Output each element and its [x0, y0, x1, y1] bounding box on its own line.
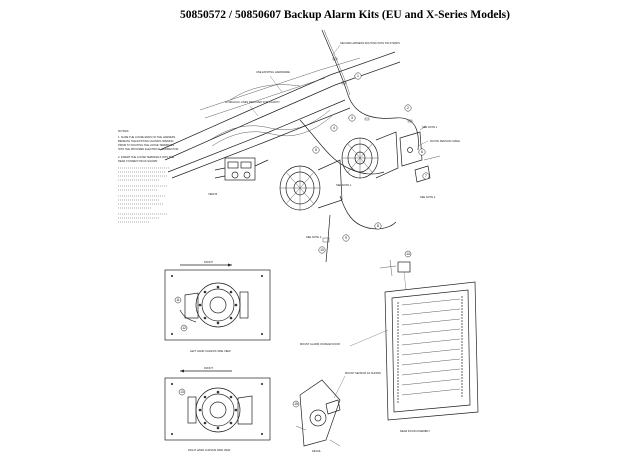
hydraulic-callout: HYDRAULIC LINES REMOVED FOR CLARITY — [225, 100, 280, 104]
motor-right — [341, 131, 399, 179]
item-number: 5 — [315, 148, 317, 152]
item-number: 14 — [406, 252, 410, 256]
top-assembly: VIEW B — [159, 29, 460, 263]
existing-hw-callout: USE EXISTING HARDWARE — [256, 70, 290, 74]
note-line: BENEATH THE EXISTING CHASSIS OPENING — [118, 139, 174, 143]
rear-door-view: MOUNT ALARM ON REAR DOOR REAR DOOR ASSEM… — [300, 250, 479, 433]
item-number: 3 — [351, 116, 353, 120]
notes-block: NOTES: 1. SLIDE THE LOOSE ENDS OF THE HA… — [118, 129, 179, 223]
note-line: 1. SLIDE THE LOOSE ENDS OF THE HARNESS — [118, 135, 176, 139]
see-note-callout: SEE NOTE 1 — [422, 125, 438, 129]
item-number: 12 — [182, 326, 186, 330]
note-line: REAR CONNECTOR AS SHOWN. — [118, 159, 158, 163]
detail-caption: DETAIL — [312, 449, 321, 453]
item-number: 10 — [320, 248, 324, 252]
valve-block: VIEW B — [208, 157, 269, 196]
detail-view: MOUNT SENSOR AS SHOWN DETAIL 15 — [292, 371, 381, 453]
right-hand-view: FRONT RIGHT HAND CHASSIS SIDE VIEW 13 — [164, 366, 271, 452]
item-number: 8 — [377, 224, 379, 228]
left-hand-view: FRONT LEFT HAND CHASSIS SIDE VIEW 11 12 — [164, 260, 271, 353]
item-number: 1 — [357, 74, 359, 78]
front-label: FRONT — [204, 260, 213, 264]
item-number: 13 — [180, 390, 184, 394]
sensor-mount-callout: MOUNT SENSOR AS SHOWN — [345, 371, 381, 375]
item-number: 7 — [425, 174, 427, 178]
page-title: 50850572 / 50850607 Backup Alarm Kits (E… — [180, 9, 510, 21]
note-line: PRIOR TO ROUTING THE LOOSE TERMINALS — [118, 143, 174, 147]
sensor-cable-callout: ROUTE SENSOR CABLE — [430, 139, 460, 143]
see-note-callout: SEE NOTE 2 — [306, 235, 322, 239]
item-number: 6 — [421, 150, 423, 154]
item-balloons-top: 1 2 3 4 5 6 7 8 9 10 — [312, 72, 430, 254]
view-caption: RIGHT HAND CHASSIS SIDE VIEW — [188, 448, 231, 452]
item-number: 11 — [176, 298, 180, 302]
view-label: VIEW B — [208, 192, 217, 196]
item-number: 4 — [333, 126, 335, 130]
sensor-bracket — [399, 125, 441, 183]
alarm-callout: MOUNT ALARM ON REAR DOOR — [300, 342, 340, 346]
front-label: FRONT — [204, 366, 213, 370]
item-number: 2 — [407, 106, 409, 110]
see-note-callout: SEE NOTE 2 — [420, 195, 436, 199]
note-line: INTO THE PROVIDED ELECTRICAL CONNECTOR. — [118, 147, 179, 151]
item-number: 15 — [294, 402, 298, 406]
view-caption: REAR DOOR ASSEMBLY — [400, 429, 430, 433]
motor-left — [279, 159, 343, 211]
notes-heading: NOTES: — [118, 129, 129, 133]
item-number: 9 — [345, 236, 347, 240]
see-note-callout: SEE NOTE 1 — [336, 183, 352, 187]
view-caption: LEFT HAND CHASSIS SIDE VIEW — [190, 349, 231, 353]
note-line: 2. INSERT THE LOOSE TERMINALS INTO THE — [118, 155, 174, 159]
harness-route-callout: SECURE HARNESS ROUTING WITH TIE STRAPS — [340, 41, 400, 45]
